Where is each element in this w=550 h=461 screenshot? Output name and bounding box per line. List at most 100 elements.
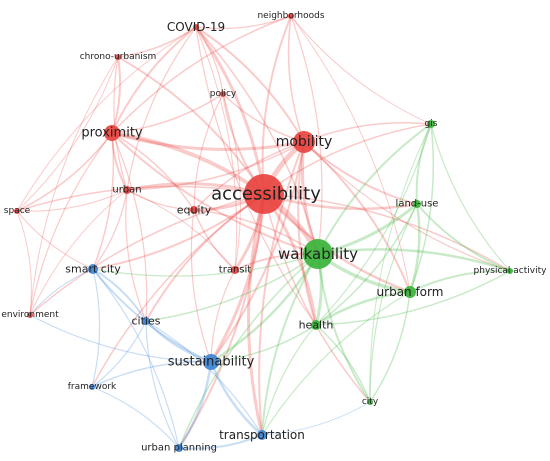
edge-sustainability-urbanplanning xyxy=(177,360,213,450)
edge-walkability-urbanplanning xyxy=(178,253,319,449)
edge-covid-neighborhoods xyxy=(195,15,292,30)
node-label-equity: equity xyxy=(177,204,212,217)
edge-landuse-physical xyxy=(416,203,511,272)
edge-mobility-urbanform xyxy=(303,141,411,293)
node-gis[interactable] xyxy=(427,120,435,128)
node-label-smartcity: smart city xyxy=(65,263,121,276)
node-mobility[interactable] xyxy=(293,131,315,153)
edge-accessibility-city xyxy=(263,193,371,403)
node-label-walkability: walkability xyxy=(278,245,358,263)
node-urbanplanning[interactable] xyxy=(175,444,183,452)
node-label-covid: COVID-19 xyxy=(167,20,225,34)
node-equity[interactable] xyxy=(190,206,198,214)
edge-layer xyxy=(16,15,512,450)
edge-policy-transit xyxy=(222,93,241,271)
edge-policy-equity xyxy=(193,93,224,211)
edge-mobility-urban xyxy=(126,141,305,191)
edge-urban-smartcity xyxy=(92,189,128,270)
node-framework[interactable] xyxy=(89,384,95,390)
node-label-space: space xyxy=(4,206,31,216)
node-urbanform[interactable] xyxy=(404,286,416,298)
node-covid[interactable] xyxy=(193,24,199,30)
edge-accessibility-framework xyxy=(91,193,265,388)
edge-proximity-smartcity xyxy=(92,132,115,270)
edge-accessibility-urbanplanning xyxy=(178,193,265,449)
node-city[interactable] xyxy=(367,399,373,405)
edge-proximity-equity xyxy=(111,132,195,211)
edge-urban-space xyxy=(16,189,128,212)
edge-gis-urbanform xyxy=(409,123,435,293)
edge-proximity-walkability xyxy=(111,132,319,255)
node-label-health: health xyxy=(299,319,334,332)
edge-urbanform-transportation xyxy=(261,291,411,436)
label-layer: accessibilitymobilityproximityCOVID-19ne… xyxy=(1,11,547,454)
edge-walkability-smartcity xyxy=(92,253,319,277)
edge-accessibility-transportation xyxy=(247,192,266,437)
node-sustainability[interactable] xyxy=(203,354,219,370)
edge-landuse-urbanform xyxy=(408,202,421,294)
node-transit[interactable] xyxy=(231,266,239,274)
node-proximity[interactable] xyxy=(104,125,120,141)
edge-cities-framework xyxy=(91,320,147,388)
edge-chrono-environment xyxy=(29,56,119,316)
edge-mobility-sustainability xyxy=(210,141,305,363)
edge-gis-landuse xyxy=(415,123,432,205)
node-cities[interactable] xyxy=(142,317,150,325)
edge-urbanform-physical xyxy=(409,269,511,293)
node-walkability[interactable] xyxy=(303,239,333,269)
edge-cities-urbanplanning xyxy=(145,320,180,449)
edge-mobility-equity xyxy=(193,141,305,211)
edge-accessibility-covid xyxy=(194,25,266,196)
node-physical[interactable] xyxy=(507,268,513,274)
edge-transportation-city xyxy=(261,401,371,436)
node-label-landuse: land-use xyxy=(396,199,439,210)
edge-accessibility-chrono xyxy=(117,56,265,195)
edge-sustainability-framework xyxy=(91,361,212,388)
edge-mobility-neighborhoods xyxy=(287,15,305,143)
edge-covid-urban xyxy=(126,26,197,191)
edge-covid-transit xyxy=(195,26,238,271)
node-label-framework: framework xyxy=(68,382,117,392)
edge-urban-cities xyxy=(125,189,147,322)
edge-accessibility-environment xyxy=(29,193,265,316)
edge-gis-health xyxy=(315,123,432,326)
node-label-transit: transit xyxy=(219,265,251,276)
edge-neighborhoods-gis xyxy=(290,15,432,125)
edge-chrono-urban xyxy=(113,56,128,191)
edge-chrono-space xyxy=(16,56,119,212)
edge-accessibility-space xyxy=(16,185,265,212)
node-space[interactable] xyxy=(14,208,20,214)
node-label-physical: physical activity xyxy=(474,266,548,276)
node-chrono[interactable] xyxy=(115,54,121,60)
edge-proximity-environment xyxy=(29,132,113,316)
edge-health-transportation xyxy=(261,324,317,436)
edge-equity-transit xyxy=(193,209,236,271)
node-label-gis: gis xyxy=(425,119,438,129)
node-landuse[interactable] xyxy=(413,200,421,208)
edge-equity-sustainability xyxy=(190,209,212,363)
node-accessibility[interactable] xyxy=(244,174,284,214)
node-label-proximity: proximity xyxy=(81,126,143,141)
node-label-city: city xyxy=(362,397,379,407)
node-label-environment: environment xyxy=(1,310,59,320)
node-urban[interactable] xyxy=(123,186,131,194)
edge-walkability-sustainability xyxy=(209,252,320,364)
edge-covid-walkability xyxy=(195,26,319,255)
edge-smartcity-framework xyxy=(91,268,101,388)
node-neighborhoods[interactable] xyxy=(288,13,294,19)
node-health[interactable] xyxy=(311,320,321,330)
node-policy[interactable] xyxy=(220,91,226,97)
node-transportation[interactable] xyxy=(257,430,267,440)
edge-landuse-city xyxy=(369,203,418,403)
node-smartcity[interactable] xyxy=(88,264,98,274)
edge-mobility-proximity xyxy=(110,131,306,151)
node-environment[interactable] xyxy=(27,312,33,318)
edge-landuse-health xyxy=(315,203,418,326)
node-label-urban: urban xyxy=(112,185,141,196)
edge-walkability-physical xyxy=(316,248,512,273)
edge-space-environment xyxy=(16,210,32,316)
edge-mobility-landuse xyxy=(303,141,418,205)
edge-walkability-gis xyxy=(317,123,432,255)
